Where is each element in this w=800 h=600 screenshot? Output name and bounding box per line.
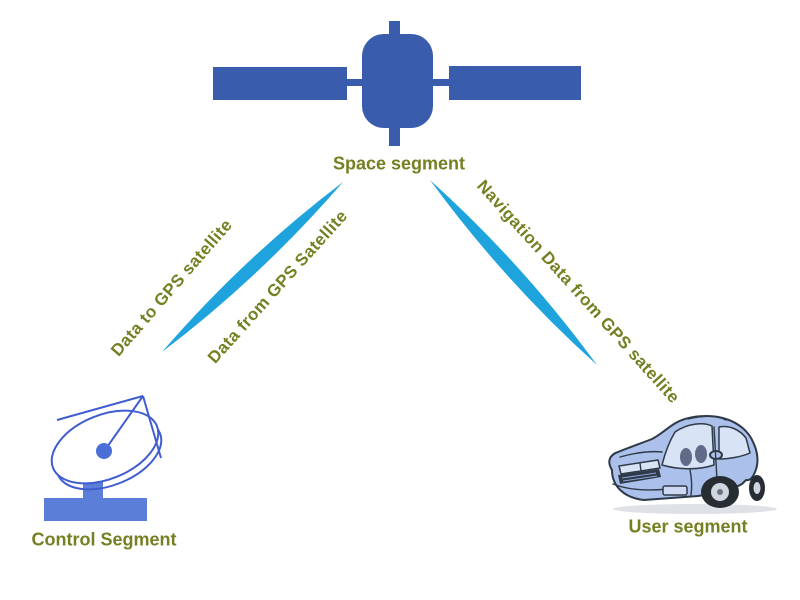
control-segment-label: Control Segment [31,529,177,550]
user-segment-label: User segment [628,516,748,537]
signal-beam-space-user [430,180,597,365]
car-icon [608,415,777,514]
signal-beam-control-space [162,182,343,352]
satellite-icon [213,21,581,146]
dish-feed-hub [96,443,112,459]
space-segment-label: Space segment [332,153,466,174]
satellite-dish-icon [44,395,163,521]
